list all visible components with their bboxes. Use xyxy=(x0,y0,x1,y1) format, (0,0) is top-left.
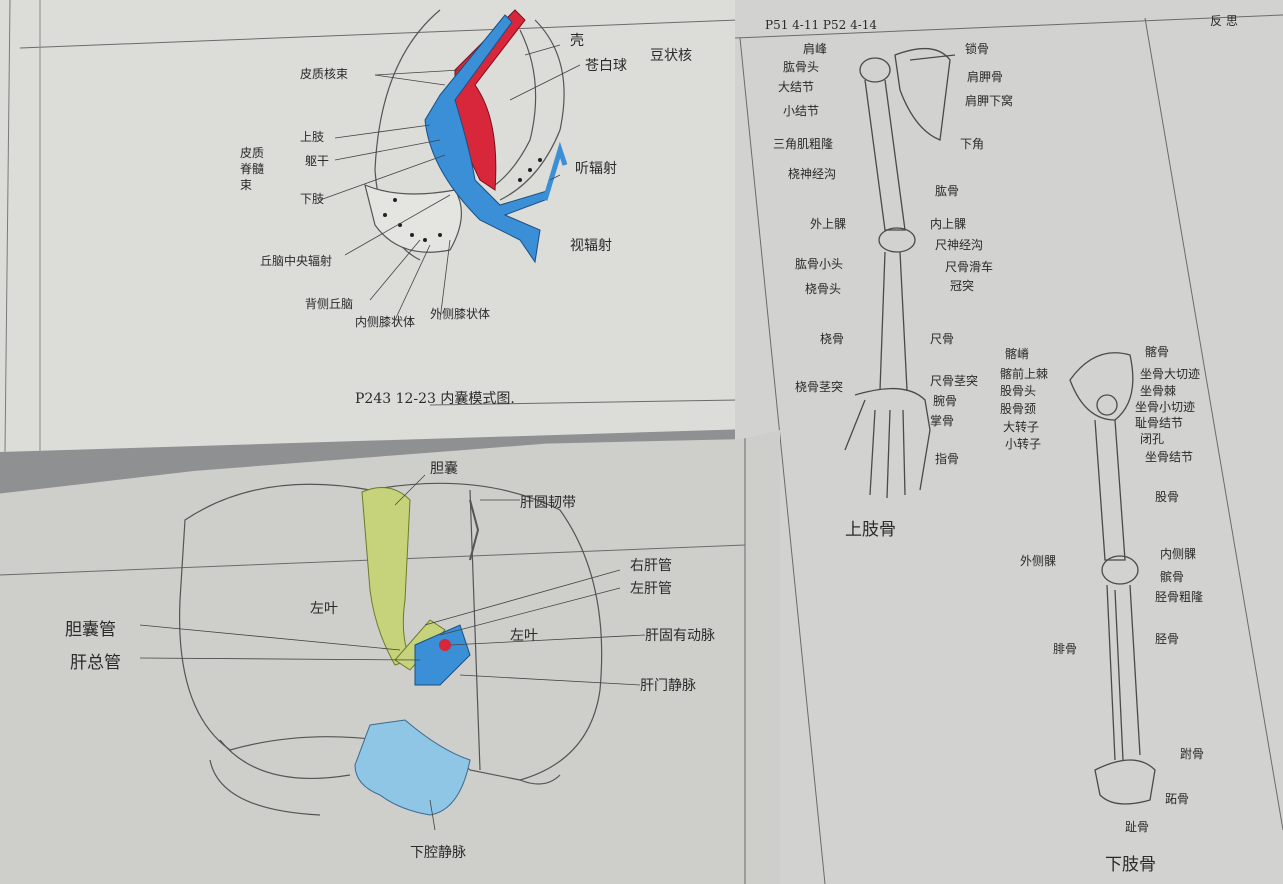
label-hepatic-artery-proper: 肝固有动脉 xyxy=(645,628,715,644)
label-ischial-tuberosity: 坐骨结节 xyxy=(1145,450,1194,464)
label-left-lobe-b: 左叶 xyxy=(510,628,538,644)
label-carpals: 腕骨 xyxy=(933,394,958,408)
reflection-heading: 反 思 xyxy=(1210,14,1238,28)
label-cystic-duct: 胆囊管 xyxy=(65,620,116,640)
label-scapula: 肩胛骨 xyxy=(967,70,1004,84)
label-fibula: 腓骨 xyxy=(1053,642,1078,656)
label-shell: 壳 xyxy=(570,33,584,49)
label-inferior-angle: 下角 xyxy=(960,137,985,151)
label-tarsals: 跗骨 xyxy=(1180,747,1205,761)
label-gallbladder: 胆囊 xyxy=(430,461,458,477)
page-reference: P51 4-11 P52 4-14 xyxy=(765,18,878,32)
label-radius: 桡骨 xyxy=(820,332,845,346)
label-radial-head: 桡骨头 xyxy=(805,282,842,296)
label-greater-sciatic-notch: 坐骨大切迹 xyxy=(1140,367,1201,381)
label-radial-groove: 桡神经沟 xyxy=(788,167,837,181)
label-portal-vein: 肝门静脉 xyxy=(640,678,696,694)
label-corticonuclear-tract: 皮质核束 xyxy=(300,67,349,81)
label-medial-epicondyle: 内上髁 xyxy=(930,217,967,231)
label-ulnar-styloid: 尺骨茎突 xyxy=(930,374,979,388)
label-tibia: 胫骨 xyxy=(1155,632,1180,646)
label-globus-pallidus: 苍白球 xyxy=(585,58,627,74)
liver-sheet: 胆囊 肝圆韧带 右肝管 左肝管 胆囊管 肝总管 肝固有动脉 肝门静脉 左叶 左叶… xyxy=(0,430,780,884)
label-auditory-radiation: 听辐射 xyxy=(575,161,617,177)
label-femoral-head: 股骨头 xyxy=(1000,384,1037,398)
label-obturator-foramen: 闭孔 xyxy=(1140,432,1165,446)
label-dorsal-thalamus: 背侧丘脑 xyxy=(305,297,354,311)
label-coronoid-process: 冠突 xyxy=(950,279,975,293)
liver-drawing xyxy=(0,430,746,884)
label-lateral-epicondyle: 外上髁 xyxy=(810,217,847,231)
label-thalamic-central-radiation: 丘脑中央辐射 xyxy=(260,254,333,268)
internal-capsule-drawing xyxy=(4,0,738,452)
label-left-lobe-a: 左叶 xyxy=(310,601,338,617)
label-iliac-crest: 髂嵴 xyxy=(1005,347,1030,361)
label-lesser-tubercle: 小结节 xyxy=(783,104,820,118)
label-lesser-trochanter: 小转子 xyxy=(1005,437,1042,451)
label-femur: 股骨 xyxy=(1155,490,1180,504)
lower-limb-title: 下肢骨 xyxy=(1105,855,1156,875)
label-ischial-spine: 坐骨棘 xyxy=(1140,384,1177,398)
label-left-hepatic-duct: 左肝管 xyxy=(630,581,672,597)
label-humerus: 肱骨 xyxy=(935,184,960,198)
label-lentiform-nucleus: 豆状核 xyxy=(650,48,692,64)
label-round-ligament: 肝圆韧带 xyxy=(520,495,576,511)
limb-bones-drawing xyxy=(735,14,1283,884)
label-metacarpals: 掌骨 xyxy=(930,414,955,428)
label-right-hepatic-duct: 右肝管 xyxy=(630,558,672,574)
label-ivc: 下腔静脉 xyxy=(410,845,466,861)
label-lateral-geniculate: 外侧膝状体 xyxy=(430,307,491,321)
label-corticospinal-tract: 皮质 脊髓 束 xyxy=(240,146,265,192)
label-lateral-condyle: 外侧髁 xyxy=(1020,554,1057,568)
label-common-hepatic-duct: 肝总管 xyxy=(70,653,121,673)
label-greater-tubercle: 大结节 xyxy=(778,80,815,94)
label-metatarsals: 跖骨 xyxy=(1165,792,1190,806)
label-capitulum: 肱骨小头 xyxy=(795,257,844,271)
label-femoral-neck: 股骨颈 xyxy=(1000,402,1037,416)
label-greater-trochanter: 大转子 xyxy=(1003,420,1040,434)
label-ulna: 尺骨 xyxy=(930,332,955,346)
label-lesser-sciatic-notch: 坐骨小切迹 xyxy=(1135,400,1196,414)
label-medial-geniculate: 内侧膝状体 xyxy=(355,315,416,329)
label-ilium: 髂骨 xyxy=(1145,345,1170,359)
upper-limb-title: 上肢骨 xyxy=(845,520,896,540)
limb-bones-sheet: P51 4-11 P52 4-14 反 思 肩峰 肱骨头 大结节 小结节 三角肌… xyxy=(735,0,1283,884)
label-toe-phalanges: 趾骨 xyxy=(1125,820,1150,834)
label-patella: 髌骨 xyxy=(1160,570,1185,584)
label-optic-radiation: 视辐射 xyxy=(570,238,612,254)
label-radial-styloid: 桡骨茎突 xyxy=(795,380,844,394)
label-pubic-tubercle: 耻骨结节 xyxy=(1135,416,1184,430)
label-medial-condyle: 内侧髁 xyxy=(1160,547,1197,561)
label-ulnar-groove: 尺神经沟 xyxy=(935,238,984,252)
label-subscapular-fossa: 肩胛下窝 xyxy=(965,94,1014,108)
internal-capsule-sheet: 壳 苍白球 豆状核 皮质核束 上肢 躯干 下肢 皮质 脊髓 束 听辐射 视辐射 … xyxy=(0,0,738,452)
label-clavicle: 锁骨 xyxy=(965,42,990,56)
label-asis: 髂前上棘 xyxy=(1000,367,1049,381)
label-tibial-tuberosity: 胫骨粗隆 xyxy=(1155,590,1204,604)
label-acromion: 肩峰 xyxy=(803,42,828,56)
figure-caption: P243 12-23 内囊模式图. xyxy=(355,391,515,407)
label-phalanges: 指骨 xyxy=(935,452,960,466)
label-upper-limb: 上肢 xyxy=(300,130,325,144)
label-humeral-head: 肱骨头 xyxy=(783,60,820,74)
label-trochlea: 尺骨滑车 xyxy=(945,260,994,274)
label-deltoid-tuberosity: 三角肌粗隆 xyxy=(773,137,834,151)
label-trunk: 躯干 xyxy=(305,154,330,168)
label-lower-limb: 下肢 xyxy=(300,192,325,206)
